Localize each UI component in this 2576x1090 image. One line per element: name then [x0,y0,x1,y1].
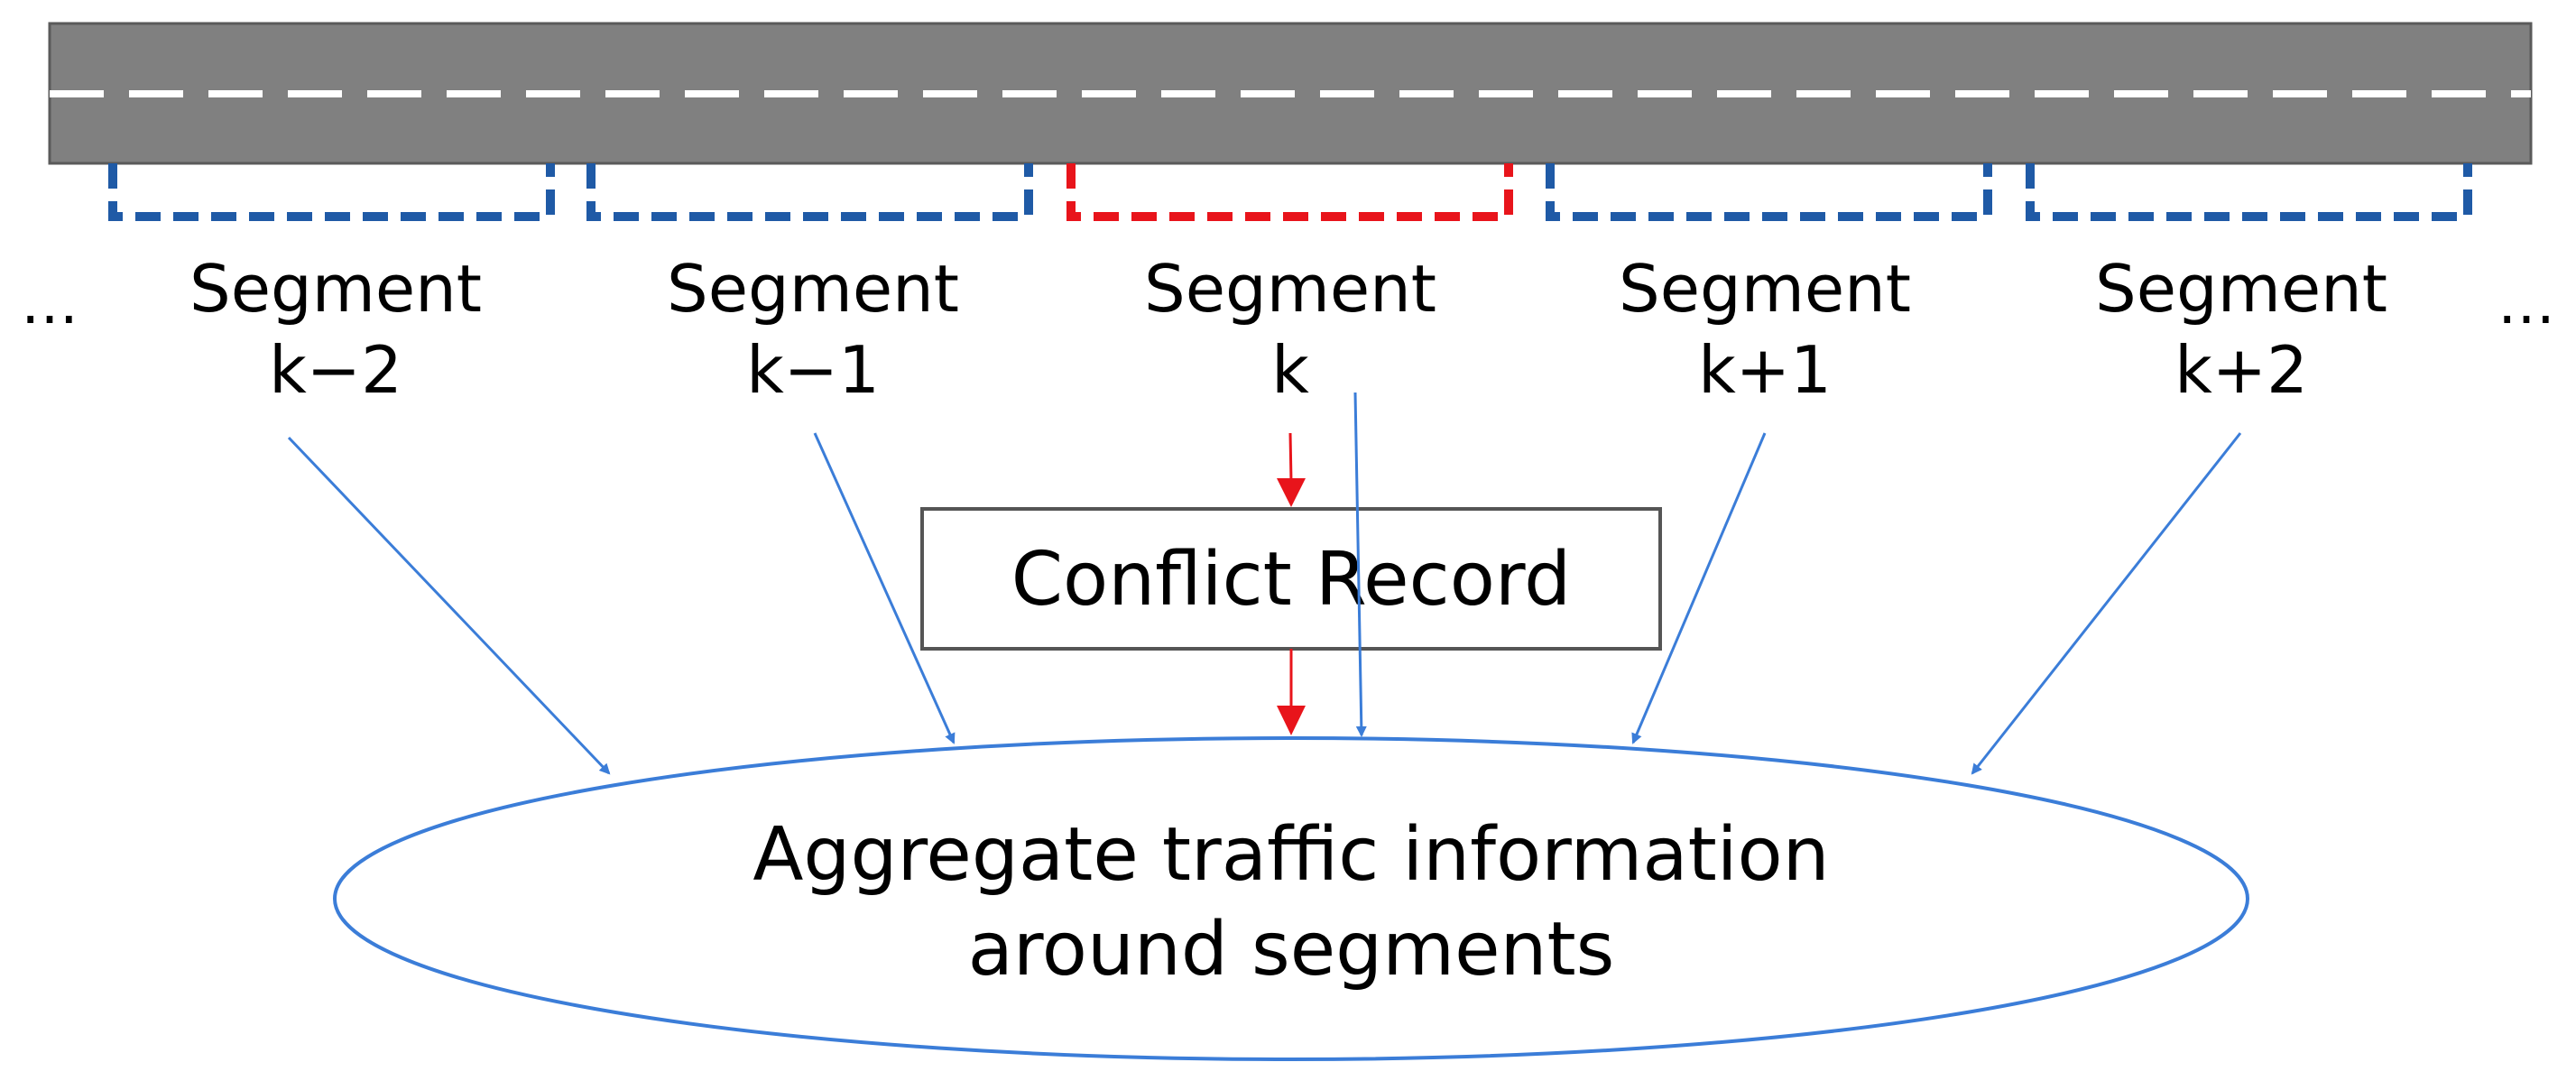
segment-bracket-k [1066,163,1513,221]
segment-bracket-k-2 [108,163,555,221]
segment-label-k+2-line2: k+2 [2174,332,2308,408]
segment-bracket-k+1 [1546,163,1992,221]
segment-label-k-line2: k [1271,332,1309,408]
segment-bracket-k-1 [586,163,1033,221]
aggregate-oval-line1: Aggregate traffic information [752,812,1829,898]
arrow-conflict-record-to-oval-head [1277,706,1306,735]
segment-label-k-1-line2: k−1 [746,332,880,408]
aggregate-oval [333,736,2249,1061]
arrow-k-2-to-oval [287,436,611,775]
arrow-k-to-oval [1353,392,1367,737]
arrow-k+2-to-oval [1971,432,2242,775]
segment-label-k-line1: Segment [1144,251,1436,327]
segment-bracket-k+2 [2026,163,2472,221]
conflict-record-label: Conflict Record [1011,537,1571,623]
aggregate-oval-line2: around segments [968,907,1615,993]
ellipsis-left: … [21,271,78,337]
arrow-k-1-to-oval [813,432,956,744]
ellipsis-right: … [2498,271,2555,337]
segment-label-k+1-line2: k+1 [1698,332,1832,408]
arrow-k-to-conflict-record [1288,432,1293,483]
segment-label-k-2-line2: k−2 [269,332,402,408]
conflict-record-box [920,507,1662,651]
segment-label-k+1-line1: Segment [1619,251,1911,327]
segment-label-k-1-line1: Segment [667,251,959,327]
arrow-k+1-to-oval [1631,432,1767,744]
segment-label-k+2-line1: Segment [2095,251,2387,327]
arrow-k-to-conflict-record-head [1277,478,1306,507]
segment-label-k-2-line1: Segment [189,251,482,327]
